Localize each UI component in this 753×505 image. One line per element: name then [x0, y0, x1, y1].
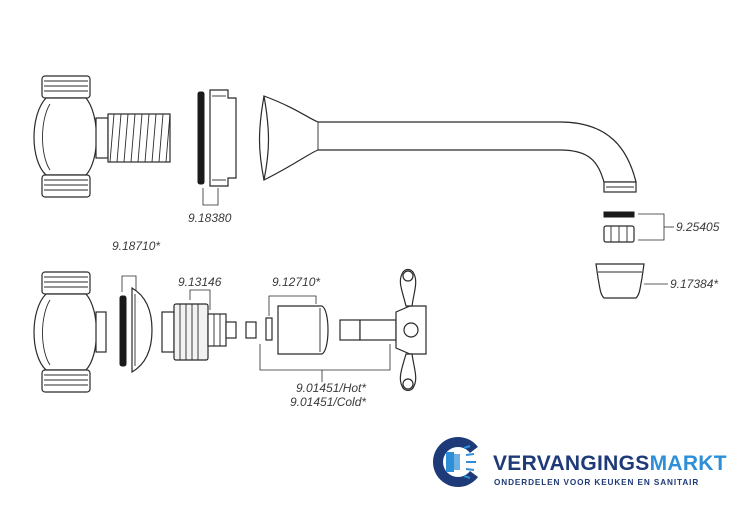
aerator-housing-9-17384 — [595, 263, 668, 299]
cross-handle-9-01451 — [259, 268, 427, 392]
brand-logo: VERVANGINGSMARKT ONDERDELEN VOOR KEUKEN … — [433, 437, 727, 487]
brand-name-light: MARKT — [650, 452, 727, 475]
brand-tagline: ONDERDELEN VOOR KEUKEN EN SANITAIR — [494, 478, 699, 487]
cover-9-18710 — [119, 275, 153, 374]
cartridge-9-13146 — [161, 289, 237, 361]
label-9-17384: 9.17384* — [670, 277, 718, 291]
label-9-13146: 9.13146 — [178, 275, 222, 289]
label-9-01451-cold: 9.01451/Cold* — [290, 395, 366, 409]
label-9-12710: 9.12710* — [272, 275, 320, 289]
aerator-9-25405 — [603, 211, 674, 243]
label-9-25405: 9.25405 — [676, 220, 720, 234]
label-9-18710: 9.18710* — [112, 239, 160, 253]
brand-name-bold: VERVANGINGS — [493, 452, 650, 475]
wall-valve-body-bottom — [33, 271, 107, 393]
adapter-9-12710 — [245, 295, 329, 355]
spout — [258, 95, 637, 193]
brand-logo-mark — [433, 437, 490, 487]
brand-name: VERVANGINGSMARKT — [493, 452, 727, 475]
flange-9-18380 — [197, 89, 237, 206]
label-9-01451-hot: 9.01451/Hot* — [296, 381, 366, 395]
wall-valve-body-top — [33, 75, 171, 198]
label-9-18380: 9.18380 — [188, 211, 232, 225]
